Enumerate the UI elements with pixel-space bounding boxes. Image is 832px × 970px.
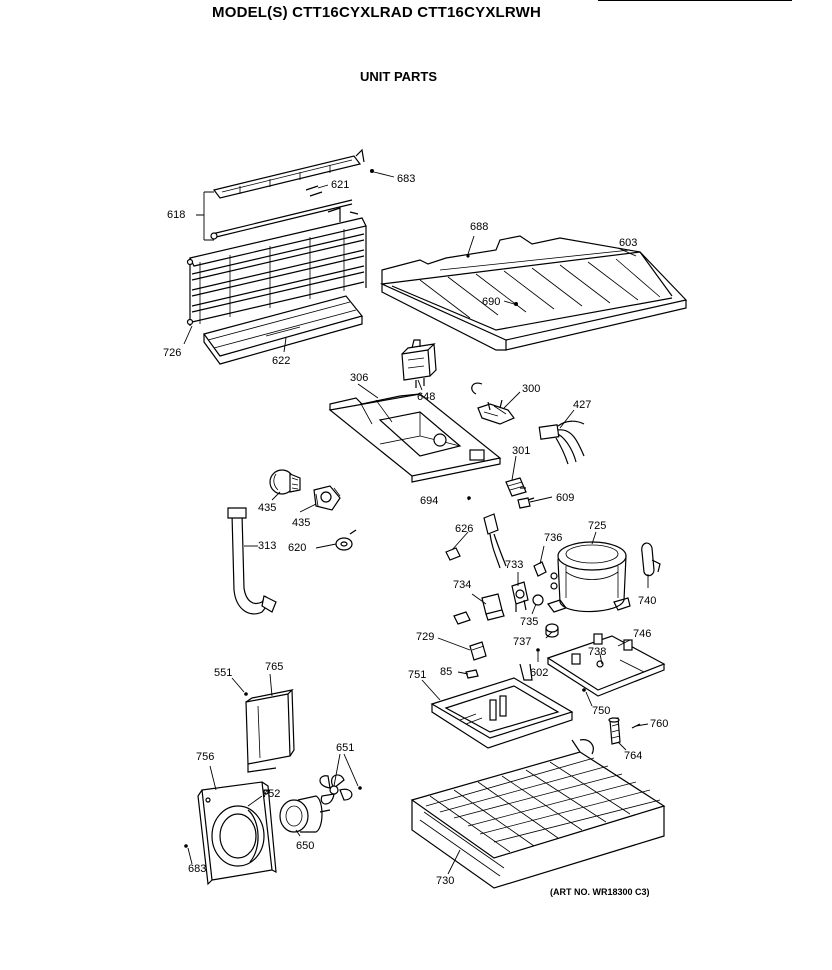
callout-734: 734 (453, 579, 471, 591)
callout-300: 300 (522, 383, 540, 395)
callout-735: 735 (520, 616, 538, 628)
callout-683-lower: 683 (188, 863, 206, 875)
part-fan-motor (279, 795, 331, 833)
part-light-bulb (269, 469, 301, 495)
callout-737: 737 (513, 636, 531, 648)
callout-620: 620 (288, 542, 306, 554)
callout-602: 602 (530, 667, 548, 679)
callout-738: 738 (588, 646, 606, 658)
screw-602 (536, 648, 540, 652)
part-drain-tube (227, 507, 277, 615)
callout-427: 427 (573, 399, 591, 411)
callout-765: 765 (265, 661, 283, 673)
callout-648: 648 (417, 391, 435, 403)
part-start-relay-734 (453, 593, 505, 625)
part-tray-751 (430, 663, 574, 749)
callout-746: 746 (633, 628, 651, 640)
part-connector-427 (538, 420, 585, 465)
callout-730: 730 (436, 875, 454, 887)
part-clip-609 (517, 497, 535, 509)
part-top-strip (210, 148, 374, 240)
callout-650: 650 (296, 840, 314, 852)
callout-760: 760 (650, 718, 668, 730)
screw-683 (184, 844, 188, 848)
screw-750 (582, 688, 586, 692)
part-overload-733 (511, 581, 529, 612)
part-capillary-301 (505, 477, 527, 497)
callout-726: 726 (163, 347, 181, 359)
section-title: UNIT PARTS (360, 69, 438, 84)
callout-694: 694 (420, 495, 438, 507)
part-grommet-620 (335, 529, 357, 551)
art-number: (ART NO. WR18300 C3) (550, 887, 650, 897)
header-rule (598, 0, 792, 1)
callout-651: 651 (336, 742, 354, 754)
callout-626: 626 (455, 523, 473, 535)
callout-labels: 683 621 618 688 603 690 726 622 306 648 … (163, 173, 668, 887)
part-light-socket (313, 485, 341, 511)
part-plug-85 (465, 669, 479, 679)
callout-609: 609 (556, 492, 574, 504)
callout-435-socket: 435 (292, 517, 310, 529)
page-title: MODEL(S) CTT16CYXLRAD CTT16CYXLRWH (212, 4, 542, 21)
callout-313: 313 (258, 540, 276, 552)
part-clip-740 (641, 542, 661, 577)
part-condenser-coil (186, 207, 367, 326)
part-harness-300 (471, 382, 515, 425)
part-capacitor-729 (469, 641, 487, 661)
callout-622: 622 (272, 355, 290, 367)
callout-756: 756 (196, 751, 214, 763)
part-baffle-765 (245, 689, 295, 773)
callout-733: 733 (505, 559, 523, 571)
part-defrost-control (401, 339, 437, 388)
part-bushing-737 (545, 623, 559, 638)
leader-lines (183, 171, 649, 875)
callout-690: 690 (482, 296, 500, 308)
screw-694 (467, 496, 471, 500)
callout-740: 740 (638, 595, 656, 607)
callout-688: 688 (470, 221, 488, 233)
callout-435-bulb: 435 (258, 502, 276, 514)
callout-751: 751 (408, 669, 426, 681)
part-mounting-plate (546, 633, 666, 697)
part-compressor (547, 541, 631, 613)
callout-551: 551 (214, 667, 232, 679)
part-drain-channel (203, 295, 364, 365)
part-cover-736 (533, 561, 547, 577)
callout-764: 764 (624, 750, 642, 762)
part-bolt-764 (608, 717, 621, 745)
part-ring-735 (532, 594, 544, 606)
part-harness-626 (445, 513, 507, 569)
callout-750: 750 (592, 705, 610, 717)
screw-551 (244, 692, 248, 696)
callout-729: 729 (416, 631, 434, 643)
part-condenser-grid (410, 739, 666, 889)
callout-301: 301 (512, 445, 530, 457)
callout-603: 603 (619, 237, 637, 249)
callout-85: 85 (440, 666, 452, 678)
callout-618: 618 (167, 209, 185, 221)
callout-736: 736 (544, 532, 562, 544)
part-fan-shroud (197, 781, 277, 886)
callout-725: 725 (588, 520, 606, 532)
callout-306: 306 (350, 372, 368, 384)
part-drain-pan (379, 235, 688, 351)
callout-752: 752 (262, 788, 280, 800)
callout-621: 621 (331, 179, 349, 191)
callout-683: 683 (397, 173, 415, 185)
part-evaporator-cover (328, 393, 502, 483)
bracket-618 (196, 191, 214, 241)
